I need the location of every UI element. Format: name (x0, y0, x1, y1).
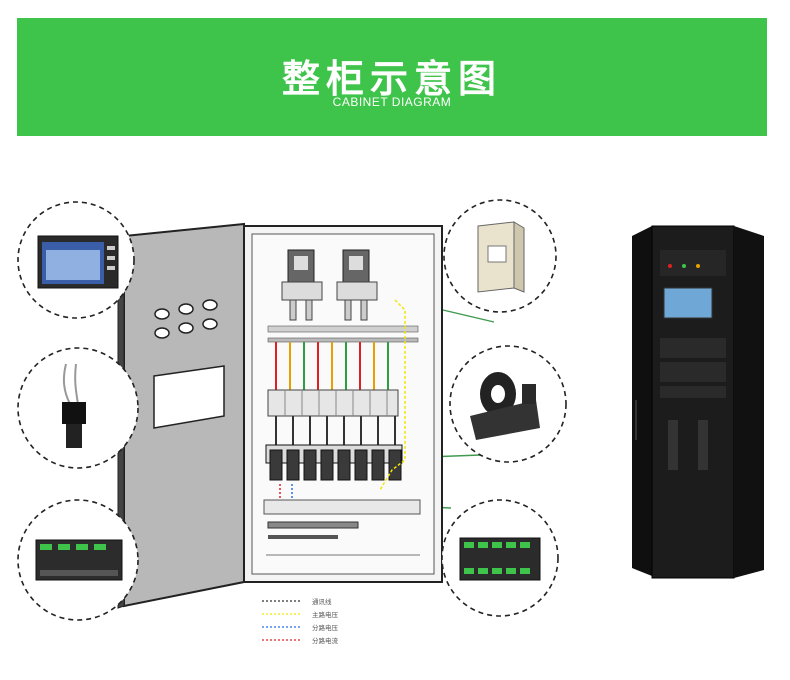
rack-display (663, 287, 713, 319)
legend-label: 分路电压 (312, 623, 339, 632)
indicator-light (178, 322, 194, 334)
callout-split-core-ct (449, 345, 567, 463)
door-display-window (153, 365, 225, 429)
indicator-light (202, 299, 218, 311)
page-subtitle: CABINET DIAGRAM (332, 95, 452, 109)
header-banner: 整柜示意图 CABINET DIAGRAM (17, 18, 767, 136)
branch-wires (275, 342, 389, 390)
callout-ct-cable (17, 347, 139, 469)
indicator-light (154, 308, 170, 320)
main-breakers (281, 249, 378, 321)
branch-breakers (267, 389, 399, 417)
callout-branch-module (441, 499, 559, 617)
rack-cabinet (632, 225, 764, 579)
indicator-light (178, 303, 194, 315)
callout-current-transformer (443, 199, 557, 313)
ct-row (265, 444, 403, 481)
cabinet-body (243, 225, 443, 583)
indicator-light (154, 327, 170, 339)
callout-meter-module (17, 499, 139, 621)
page-title: 整柜示意图 (281, 57, 502, 101)
legend-label: 分路电流 (312, 636, 339, 645)
legend-label: 通讯线 (312, 597, 332, 606)
legend-label: 主路电压 (312, 610, 339, 619)
legend: 通讯线 主路电压 分路电压 分路电流 (262, 597, 339, 645)
indicator-light (202, 318, 218, 330)
callout-touchscreen (17, 201, 135, 319)
